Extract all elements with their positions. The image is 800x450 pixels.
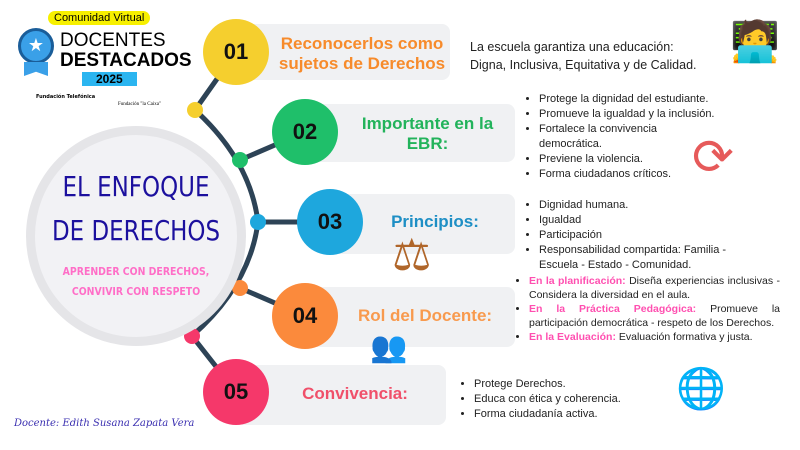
scales-justice-icon: ⚖ [392,230,432,281]
section-number-2: 02 [272,99,338,165]
group-cycle-icon: ⟳ [692,128,734,186]
section-number-4: 04 [272,283,338,349]
node-dot [232,152,248,168]
section-title-4: Rol del Docente: [357,306,493,325]
badge-line2: DESTACADOS [60,50,192,71]
sponsor-logo-telefonica: Fundación Telefónica [36,94,96,100]
section-panel-1 [240,24,450,80]
community-badge: Comunidad Virtual [48,11,151,25]
section-panel-5 [236,365,446,425]
section-5-list: Protege Derechos.Educa con ética y coher… [460,377,660,422]
section-title-3: Principios: [391,212,479,231]
badge-line1: DOCENTES [60,30,166,51]
section-2-list: Protege la dignidad del estudiante.Promu… [525,92,735,182]
medal-icon: ★ [18,28,54,64]
section-3-list: Dignidad humana.IgualdadParticipaciónRes… [525,198,755,273]
medal-ribbon [24,62,48,76]
section-4-list: En la planificación: Diseña experiencias… [515,274,780,344]
teacher-hand-people-icon: 👥 [370,330,408,365]
section-title-5: Convivencia: [302,384,408,403]
section-number-1: 01 [203,19,269,85]
sponsor-logo-caixa: Fundación "la Caixa" [118,102,161,107]
badge-year: 2025 [82,72,137,86]
main-subtitle: APRENDER CON DERECHOS,CONVIVIR CON RESPE… [62,265,210,298]
globe-meeting-icon: 🌐 [676,366,726,412]
node-dot [187,102,203,118]
section-title-2: Importante en la EBR: [361,114,494,153]
author-signature: Docente: Edith Susana Zapata Vera [14,418,195,429]
node-dot [250,214,266,230]
section-number-5: 05 [203,359,269,425]
student-computer-icon: 🧑‍💻 [730,19,780,65]
section-number-3: 03 [297,189,363,255]
section-title-1: Reconocerlos como sujetos de Derechos [278,34,446,73]
section-1-text: La escuela garantiza una educación:Digna… [470,40,697,72]
central-circle [26,126,246,346]
node-dot [232,280,248,296]
